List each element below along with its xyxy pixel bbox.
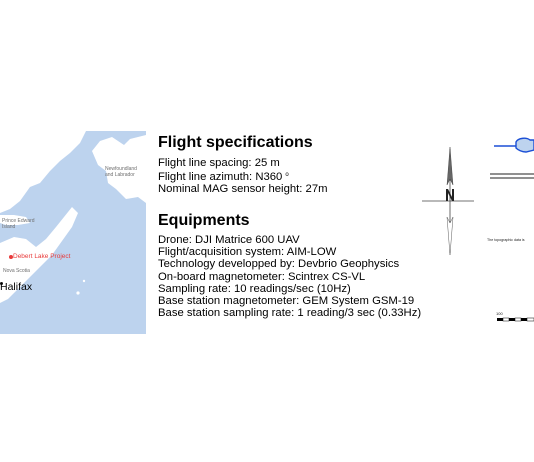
equipments: Equipments Drone: DJI Matrice 600 UAV Fl… [158,212,421,319]
pei-landmass [0,215,30,225]
scale-bar [497,317,534,322]
city-marker [0,282,3,285]
equipment-item: Drone: DJI Matrice 600 UAV [158,234,300,246]
nova-scotia-landmass [0,207,78,303]
map-label-project: Debert Lake Project [13,253,71,260]
north-arrow-icon [422,146,474,256]
equipment-item: Sampling rate: 10 readings/sec (10Hz) [158,282,351,295]
equipments-heading: Equipments [158,212,250,229]
sensor-height: Nominal MAG sensor height: 27m [158,183,328,196]
equipment-item: Base station sampling rate: 1 reading/3 … [158,307,422,320]
location-map [0,131,146,334]
flight-specifications: Flight specifications Flight line spacin… [158,134,328,196]
equipment-item: Flight/acquisition system: AIM-LOW [158,246,337,259]
map-label-pei: Prince Edward Island [2,218,35,230]
map-label-city: Halifax [0,281,33,293]
newfoundland-landmass [92,135,146,203]
equipment-item: Technology developped by: Devbrio Geophy… [158,258,400,271]
equipment-item: On-board magnetometer: Scintrex CS-VL [158,270,366,283]
equipment-item: Base station magnetometer: GEM System GS… [158,295,415,308]
project-marker [9,255,13,259]
map-label-nova-scotia: Nova Scotia [3,268,30,274]
flight-specifications-heading: Flight specifications [158,134,313,151]
azimuth-degree: o [285,172,289,179]
line-spacing: Flight line spacing: 25 m [158,157,280,169]
lake-legend-icon [515,137,534,153]
line-azimuth-text: Flight line azimuth: N360 [158,171,283,184]
topo-note: The topographic data is [487,238,525,242]
map-label-newfoundland: Newfoundland and Labrador [105,166,137,178]
scale-label: 100 [496,311,503,316]
mainland-landmass [0,131,86,213]
map-landmass [0,131,146,303]
legend-panel [490,137,534,179]
